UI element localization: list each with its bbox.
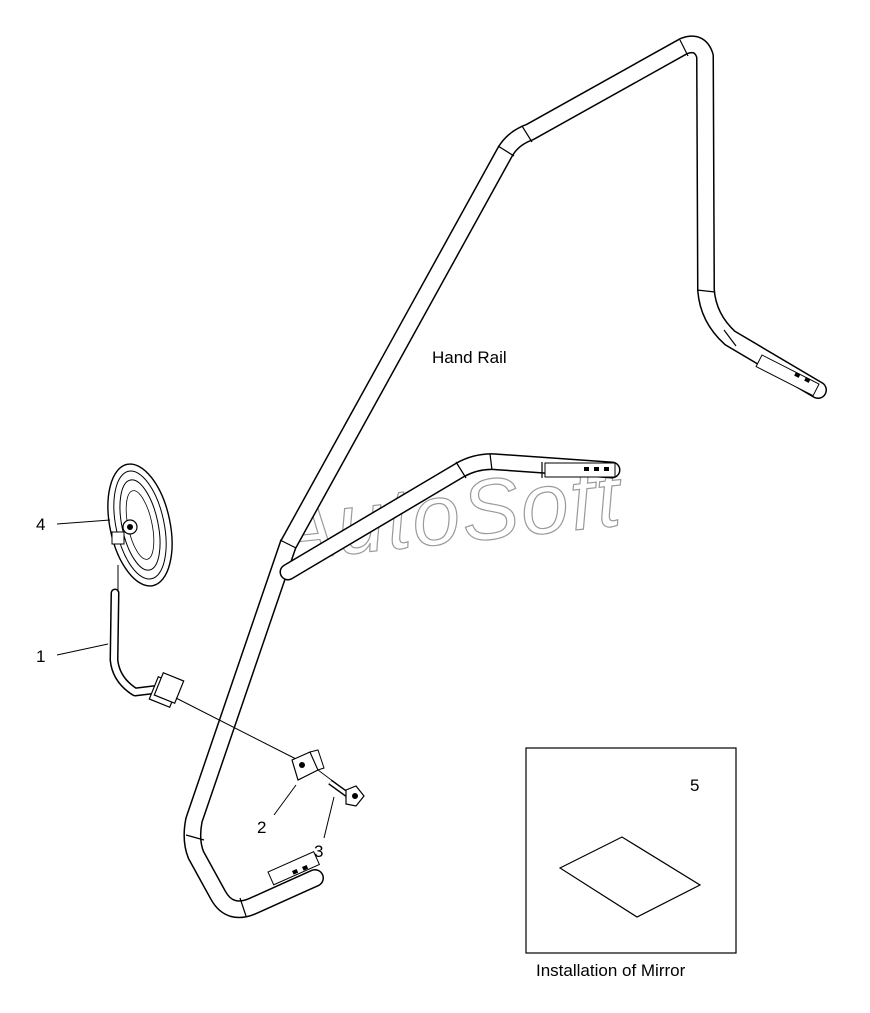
installation-inset: [525, 747, 737, 954]
callouts: [56, 519, 691, 856]
assembly-line: [175, 697, 299, 761]
callout-4: 4: [36, 515, 45, 534]
bolt: [328, 779, 365, 807]
callout-2: 2: [257, 818, 266, 837]
callout-leader-3: [323, 796, 335, 839]
installation-caption: Installation of Mirror: [536, 961, 686, 980]
clamp: [291, 749, 325, 781]
callout-leader-1: [56, 643, 109, 656]
callout-leader-4: [56, 519, 111, 525]
callout-leader-2: [273, 784, 297, 816]
mirror: [107, 463, 173, 587]
hand-rail-label: Hand Rail: [432, 348, 507, 367]
mirror-mount: [111, 519, 138, 545]
callout-1: 1: [36, 647, 45, 666]
mirror-stay: [109, 565, 185, 709]
callout-5: 5: [690, 776, 699, 795]
installation-sheet: [558, 836, 702, 918]
hand-rail: [183, 35, 827, 919]
callout-3: 3: [314, 842, 323, 861]
